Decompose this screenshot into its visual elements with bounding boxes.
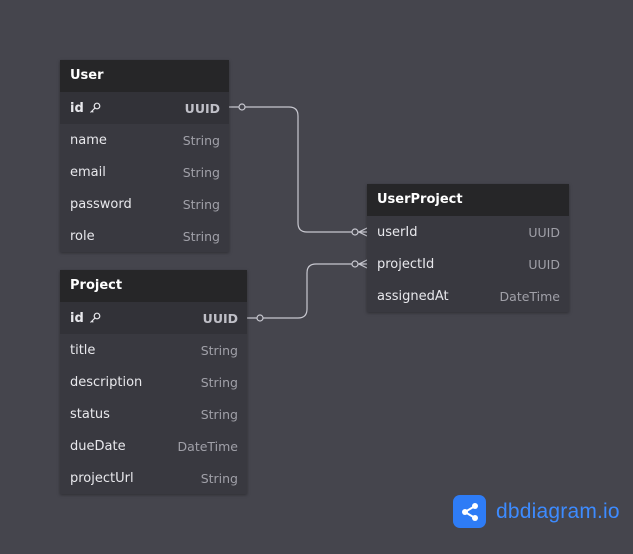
field-type: String xyxy=(182,228,220,244)
field-name: assignedAt xyxy=(377,288,449,304)
field-row[interactable]: email String xyxy=(60,156,229,188)
field-name: status xyxy=(70,406,110,422)
field-row[interactable]: status String xyxy=(60,398,247,430)
table-userproject[interactable]: UserProject userId UUID projectId UUID a… xyxy=(367,184,569,312)
field-type: String xyxy=(200,406,238,422)
table-title[interactable]: UserProject xyxy=(367,184,569,216)
field-type: DateTime xyxy=(177,438,238,454)
field-name: description xyxy=(70,374,143,390)
table-project[interactable]: Project id UUID title String description… xyxy=(60,270,247,494)
key-icon xyxy=(89,312,101,324)
field-type: UUID xyxy=(184,100,220,116)
field-row[interactable]: role String xyxy=(60,220,229,252)
one-end-marker xyxy=(256,314,264,322)
relation-project-userproject xyxy=(247,263,367,319)
key-icon xyxy=(89,102,101,114)
many-end-marker xyxy=(351,227,368,237)
field-name: id xyxy=(70,101,101,116)
table-user[interactable]: User id UUID name String email String pa… xyxy=(60,60,229,252)
field-row[interactable]: title String xyxy=(60,334,247,366)
field-type: String xyxy=(200,470,238,486)
field-row[interactable]: id UUID xyxy=(60,92,229,124)
table-title[interactable]: User xyxy=(60,60,229,92)
field-name: projectUrl xyxy=(70,470,134,486)
field-type: DateTime xyxy=(499,288,560,304)
field-row[interactable]: dueDate DateTime xyxy=(60,430,247,462)
field-type: UUID xyxy=(202,310,238,326)
field-row[interactable]: name String xyxy=(60,124,229,156)
field-row[interactable]: assignedAt DateTime xyxy=(367,280,569,312)
one-end-marker xyxy=(238,103,246,111)
field-row[interactable]: projectUrl String xyxy=(60,462,247,494)
field-type: String xyxy=(182,196,220,212)
field-row[interactable]: password String xyxy=(60,188,229,220)
field-row[interactable]: id UUID xyxy=(60,302,247,334)
field-row[interactable]: projectId UUID xyxy=(367,248,569,280)
field-type: String xyxy=(200,374,238,390)
brand-logo[interactable]: dbdiagram.io xyxy=(453,495,620,528)
field-name: userId xyxy=(377,224,418,240)
field-type: String xyxy=(182,164,220,180)
table-title[interactable]: Project xyxy=(60,270,247,302)
field-name: projectId xyxy=(377,256,435,272)
many-end-marker xyxy=(351,259,368,269)
field-type: UUID xyxy=(528,224,560,240)
field-type: String xyxy=(200,342,238,358)
field-type: String xyxy=(182,132,220,148)
field-name: password xyxy=(70,196,132,212)
field-name: email xyxy=(70,164,106,180)
share-nodes-icon xyxy=(453,495,486,528)
field-row[interactable]: userId UUID xyxy=(367,216,569,248)
field-name: title xyxy=(70,342,96,358)
field-name: id xyxy=(70,311,101,326)
brand-name: dbdiagram.io xyxy=(496,499,620,523)
field-name: role xyxy=(70,228,95,244)
field-type: UUID xyxy=(528,256,560,272)
field-name: name xyxy=(70,132,107,148)
field-row[interactable]: description String xyxy=(60,366,247,398)
field-name: dueDate xyxy=(70,438,126,454)
relation-user-userproject xyxy=(229,106,367,233)
